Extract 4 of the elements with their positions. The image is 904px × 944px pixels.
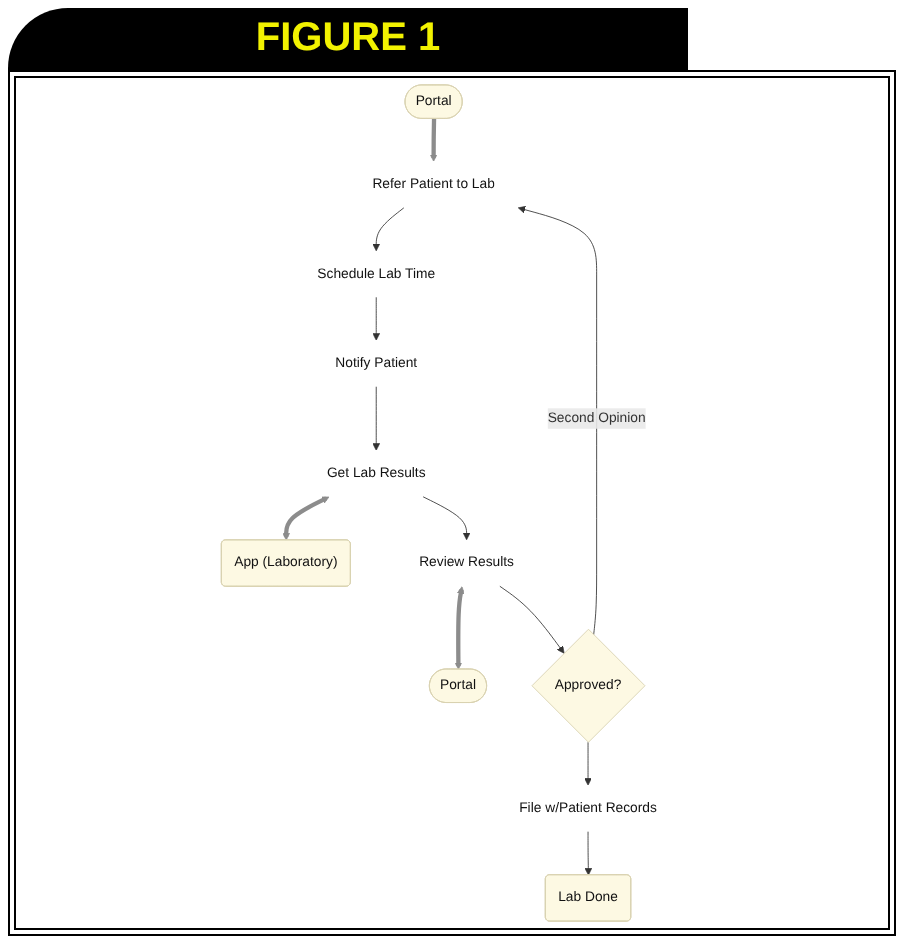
arrow <box>282 496 330 541</box>
arrow <box>454 586 465 670</box>
figure-title: FIGURE 1 <box>8 8 688 70</box>
arrow <box>429 118 438 162</box>
